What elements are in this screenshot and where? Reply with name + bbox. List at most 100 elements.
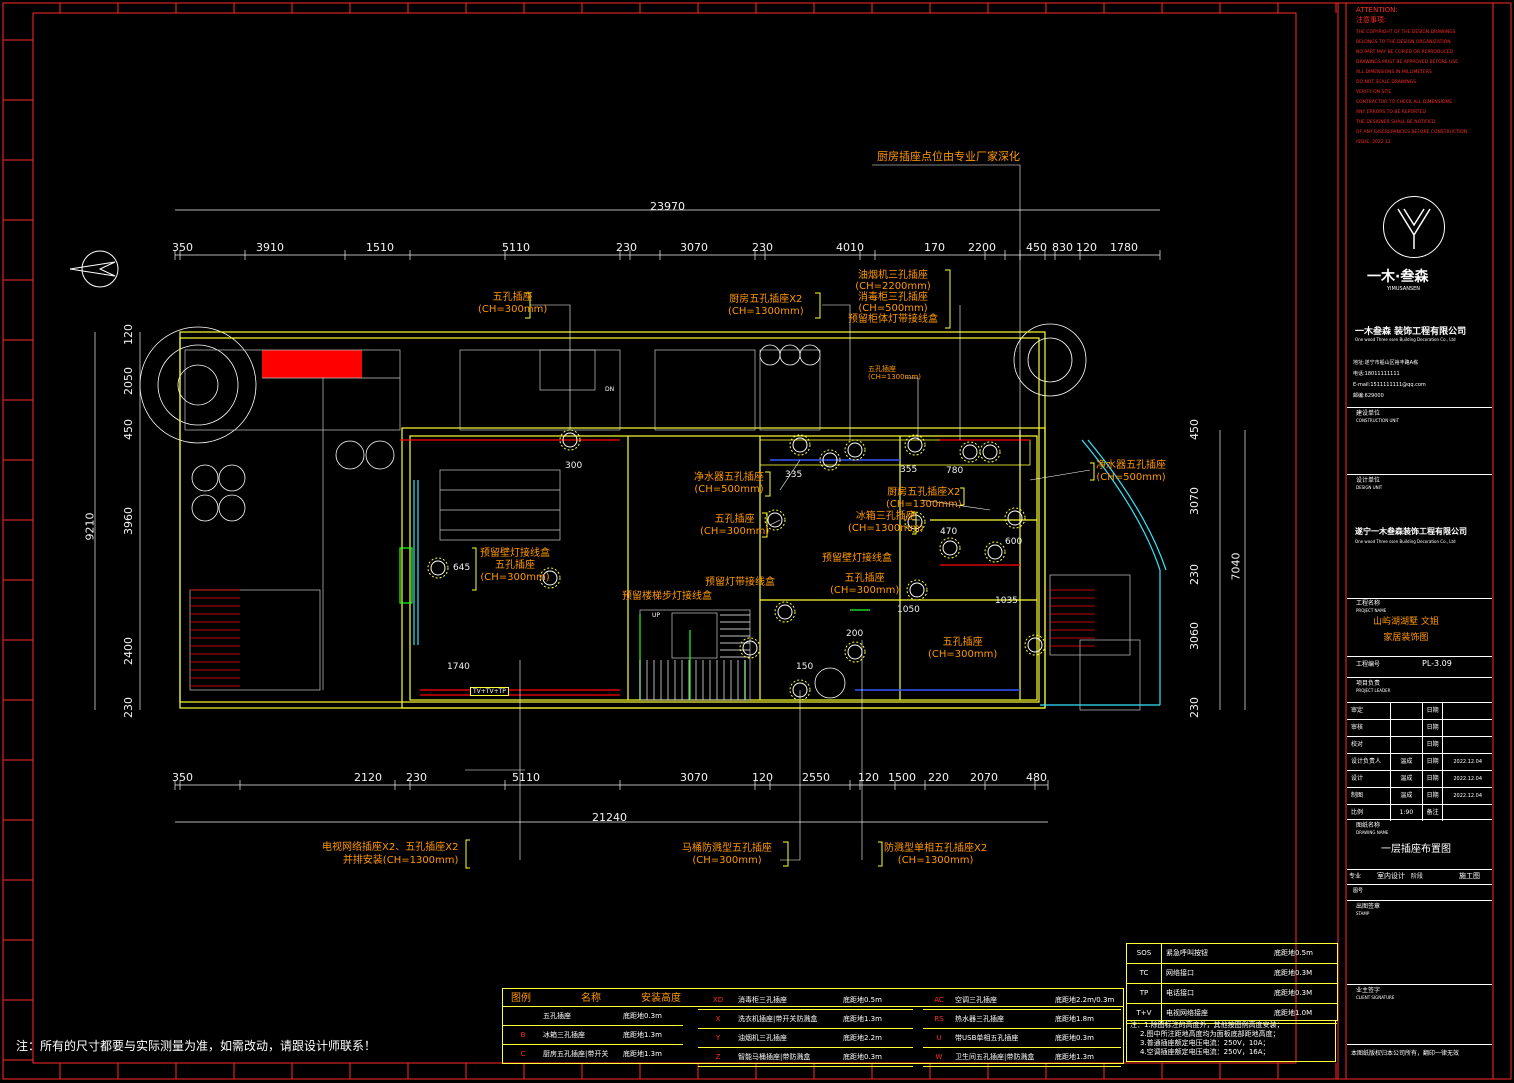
logo-brand: 一木·叁森 xyxy=(1367,269,1429,285)
sig-name xyxy=(1389,703,1422,719)
sig-date-label: 日期 xyxy=(1421,788,1442,804)
sig-date xyxy=(1442,703,1492,719)
socket-marker xyxy=(984,541,1006,563)
legend-height: 底距地0.3M xyxy=(1274,989,1313,997)
dim-value: 3960 xyxy=(122,507,135,535)
sig-name: 温成 xyxy=(1389,771,1422,787)
legend-symbol: W xyxy=(935,1053,943,1061)
sig-role: 审定 xyxy=(1351,707,1364,714)
legend-symbol: Y xyxy=(715,1034,721,1042)
dim-value: 3070 xyxy=(680,771,708,784)
legend-name: 紧急呼叫按钮 xyxy=(1166,949,1208,957)
legend-symbol xyxy=(503,1007,543,1025)
sig-role: 制图 xyxy=(1351,792,1364,799)
dim-value: 2120 xyxy=(354,771,382,784)
dwgno-label: 工程编号 xyxy=(1356,661,1381,668)
sig-date: 2022.12.04 xyxy=(1442,771,1492,787)
socket-marker xyxy=(1024,634,1046,656)
callout-socket-10: 预留壁灯接线盒五孔插座(CH=300mm) xyxy=(480,548,550,583)
attention-note: DRAWINGS MUST BE APPROVED BEFORE USE xyxy=(1356,60,1459,65)
company-name-en: One wood Three ssen Building Decoration … xyxy=(1355,337,1456,342)
socket-icon xyxy=(982,444,998,460)
logo-m-icon xyxy=(1397,208,1431,249)
blue-walls xyxy=(770,459,1020,691)
dim-value: 150 xyxy=(796,662,814,672)
sig-role: 校对 xyxy=(1351,741,1364,748)
legend-height: 底距地1.3m xyxy=(623,1050,662,1058)
legend-height: 底距地1.8m xyxy=(1055,1015,1094,1023)
socket-marker xyxy=(904,434,926,456)
legend-name: 厨房五孔插座|带开关 xyxy=(543,1050,609,1058)
socket-marker xyxy=(789,434,811,456)
callout-toilet-socket: 马桶防溅型五孔插座(CH=300mm) xyxy=(682,843,772,866)
legend-height: 底距地1.3m xyxy=(1055,1053,1094,1061)
attention-note: THE COPYRIGHT OF THE DESIGN DRAWINGS xyxy=(1356,30,1456,35)
callout-socket-8: 五孔插座(CH=300mm) xyxy=(700,514,770,537)
logo-sub: YIMUSANSEN xyxy=(1387,286,1421,292)
sig-name: 温成 xyxy=(1389,754,1422,770)
title-block: ATTENTION: 注意事项: THE COPYRIGHT OF THE DE… xyxy=(1347,4,1492,1078)
socket-icon xyxy=(777,604,793,620)
dim-value: 645 xyxy=(453,563,471,573)
dim-value: 1035 xyxy=(995,596,1018,606)
logo xyxy=(1383,196,1445,258)
attention-title-cn: 注意事项: xyxy=(1356,16,1387,24)
north-arrow-icon xyxy=(69,250,119,288)
dim-value: 1780 xyxy=(1110,241,1138,254)
dim-value: 120 xyxy=(1076,241,1097,254)
socket-marker xyxy=(739,637,761,659)
sig-date-label: 日期 xyxy=(1421,720,1442,736)
socket-icon xyxy=(1007,510,1023,526)
interior-lines xyxy=(184,349,1141,711)
callout-socket-15: 五孔插座(CH=300mm) xyxy=(928,637,998,660)
dim-value: 350 xyxy=(172,241,193,254)
dim-value: 780 xyxy=(946,466,964,476)
footnote: 注：所有的尺寸都要与实际测量为准，如需改动，请跟设计师联系！ xyxy=(16,1039,377,1053)
socket-icon xyxy=(962,444,978,460)
dim-value: 1510 xyxy=(366,241,394,254)
callout-leaders xyxy=(465,164,1091,861)
legend-symbol: XD xyxy=(712,996,724,1004)
sig-name xyxy=(1389,720,1422,736)
dim-value: 3070 xyxy=(1188,487,1201,515)
legend-symbol: TC xyxy=(1127,964,1162,983)
cyan-windows xyxy=(413,439,1167,706)
dim-left-total: 9210 xyxy=(83,512,97,541)
socket-marker xyxy=(427,557,449,579)
legend-symbol: RS xyxy=(934,1015,944,1023)
callout-splash-socket: 防溅型单相五孔插座X2(CH=1300mm) xyxy=(884,843,988,866)
attention-note: ANY ERRORS TO BE REPORTED xyxy=(1356,110,1426,115)
callout-socket-9: 冰箱三孔插座(CH=1300mm) xyxy=(848,511,924,534)
dwgno: PL-3.09 xyxy=(1422,659,1452,668)
dim-value: 480 xyxy=(1026,771,1047,784)
legend-height: 底距地2.2m/0.3m xyxy=(1055,996,1115,1004)
legend-notes: 注：1.除图标注的高度外，其他按图例高度安装；2.图中所注距地高度均为面板底部距… xyxy=(1126,1020,1336,1062)
socket-marker xyxy=(1004,507,1026,529)
no-label: 图号 xyxy=(1353,888,1364,894)
callout-socket-4: 五孔插座(CH=1300mm) xyxy=(868,365,921,381)
legend-symbol: T+V xyxy=(1127,1004,1162,1023)
legend-height: 底距地2.2m xyxy=(843,1034,882,1042)
callout-stair-lamp: 预留楼梯步灯接线盒 xyxy=(622,591,712,602)
callout-socket-2: 厨房五孔插座X2(CH=1300mm) xyxy=(728,294,804,317)
dim-value: 3060 xyxy=(1188,622,1201,650)
sig-date xyxy=(1442,805,1492,821)
dim-value: 450 xyxy=(1026,241,1047,254)
